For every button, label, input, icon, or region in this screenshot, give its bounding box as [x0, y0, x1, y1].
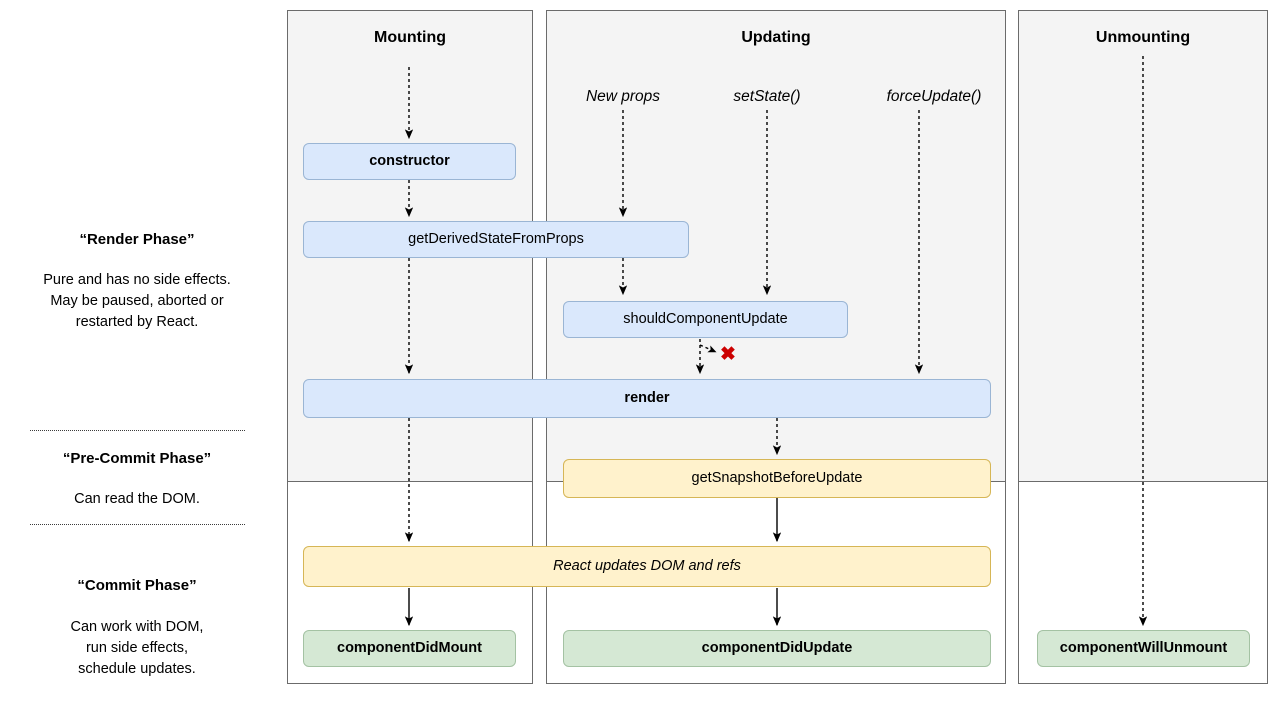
legend-commit-phase-line2: run side effects,: [85, 640, 189, 656]
node-component-will-unmount[interactable]: componentWillUnmount: [1037, 630, 1250, 667]
legend-render-phase-line1: Pure and has no side effects.: [43, 272, 231, 288]
trigger-label-set-state: setState(): [733, 88, 801, 105]
legend-commit-phase-body: Can work with DOM, run side effects, sch…: [2, 617, 272, 680]
node-component-did-update[interactable]: componentDidUpdate: [563, 630, 991, 667]
node-constructor[interactable]: constructor: [303, 143, 516, 180]
column-title-unmounting: Unmounting: [1095, 29, 1191, 46]
node-react-updates-dom-and-refs[interactable]: React updates DOM and refs: [303, 546, 991, 587]
legend-pre-commit-phase-title: “Pre-Commit Phase”: [62, 450, 212, 467]
legend-separator-bottom: [30, 524, 245, 525]
legend-render-phase-line3: restarted by React.: [75, 314, 199, 330]
legend-render-phase-title: “Render Phase”: [79, 231, 195, 248]
legend-render-phase-line2: May be paused, aborted or: [50, 293, 224, 309]
legend-pre-commit-phase-line1: Can read the DOM.: [74, 491, 200, 507]
legend-commit-phase-title: “Commit Phase”: [77, 577, 197, 594]
node-get-snapshot-before-update[interactable]: getSnapshotBeforeUpdate: [563, 459, 991, 498]
skip-render-x-icon: ✖: [720, 344, 736, 365]
node-render[interactable]: render: [303, 379, 991, 418]
unmounting-panel-render-phase: [1018, 10, 1268, 482]
node-get-derived-state-from-props[interactable]: getDerivedStateFromProps: [303, 221, 689, 258]
legend-pre-commit-phase-body: Can read the DOM.: [2, 489, 272, 510]
column-title-updating: Updating: [741, 29, 811, 46]
legend-commit-phase-line3: schedule updates.: [78, 661, 196, 677]
trigger-label-force-update: forceUpdate(): [886, 88, 982, 105]
legend-commit-phase-line1: Can work with DOM,: [70, 619, 204, 635]
node-should-component-update[interactable]: shouldComponentUpdate: [563, 301, 848, 338]
node-component-did-mount[interactable]: componentDidMount: [303, 630, 516, 667]
trigger-label-new-props: New props: [585, 88, 661, 105]
column-title-mounting: Mounting: [374, 29, 446, 46]
legend-separator-top: [30, 430, 245, 431]
legend-render-phase-body: Pure and has no side effects. May be pau…: [2, 270, 272, 333]
